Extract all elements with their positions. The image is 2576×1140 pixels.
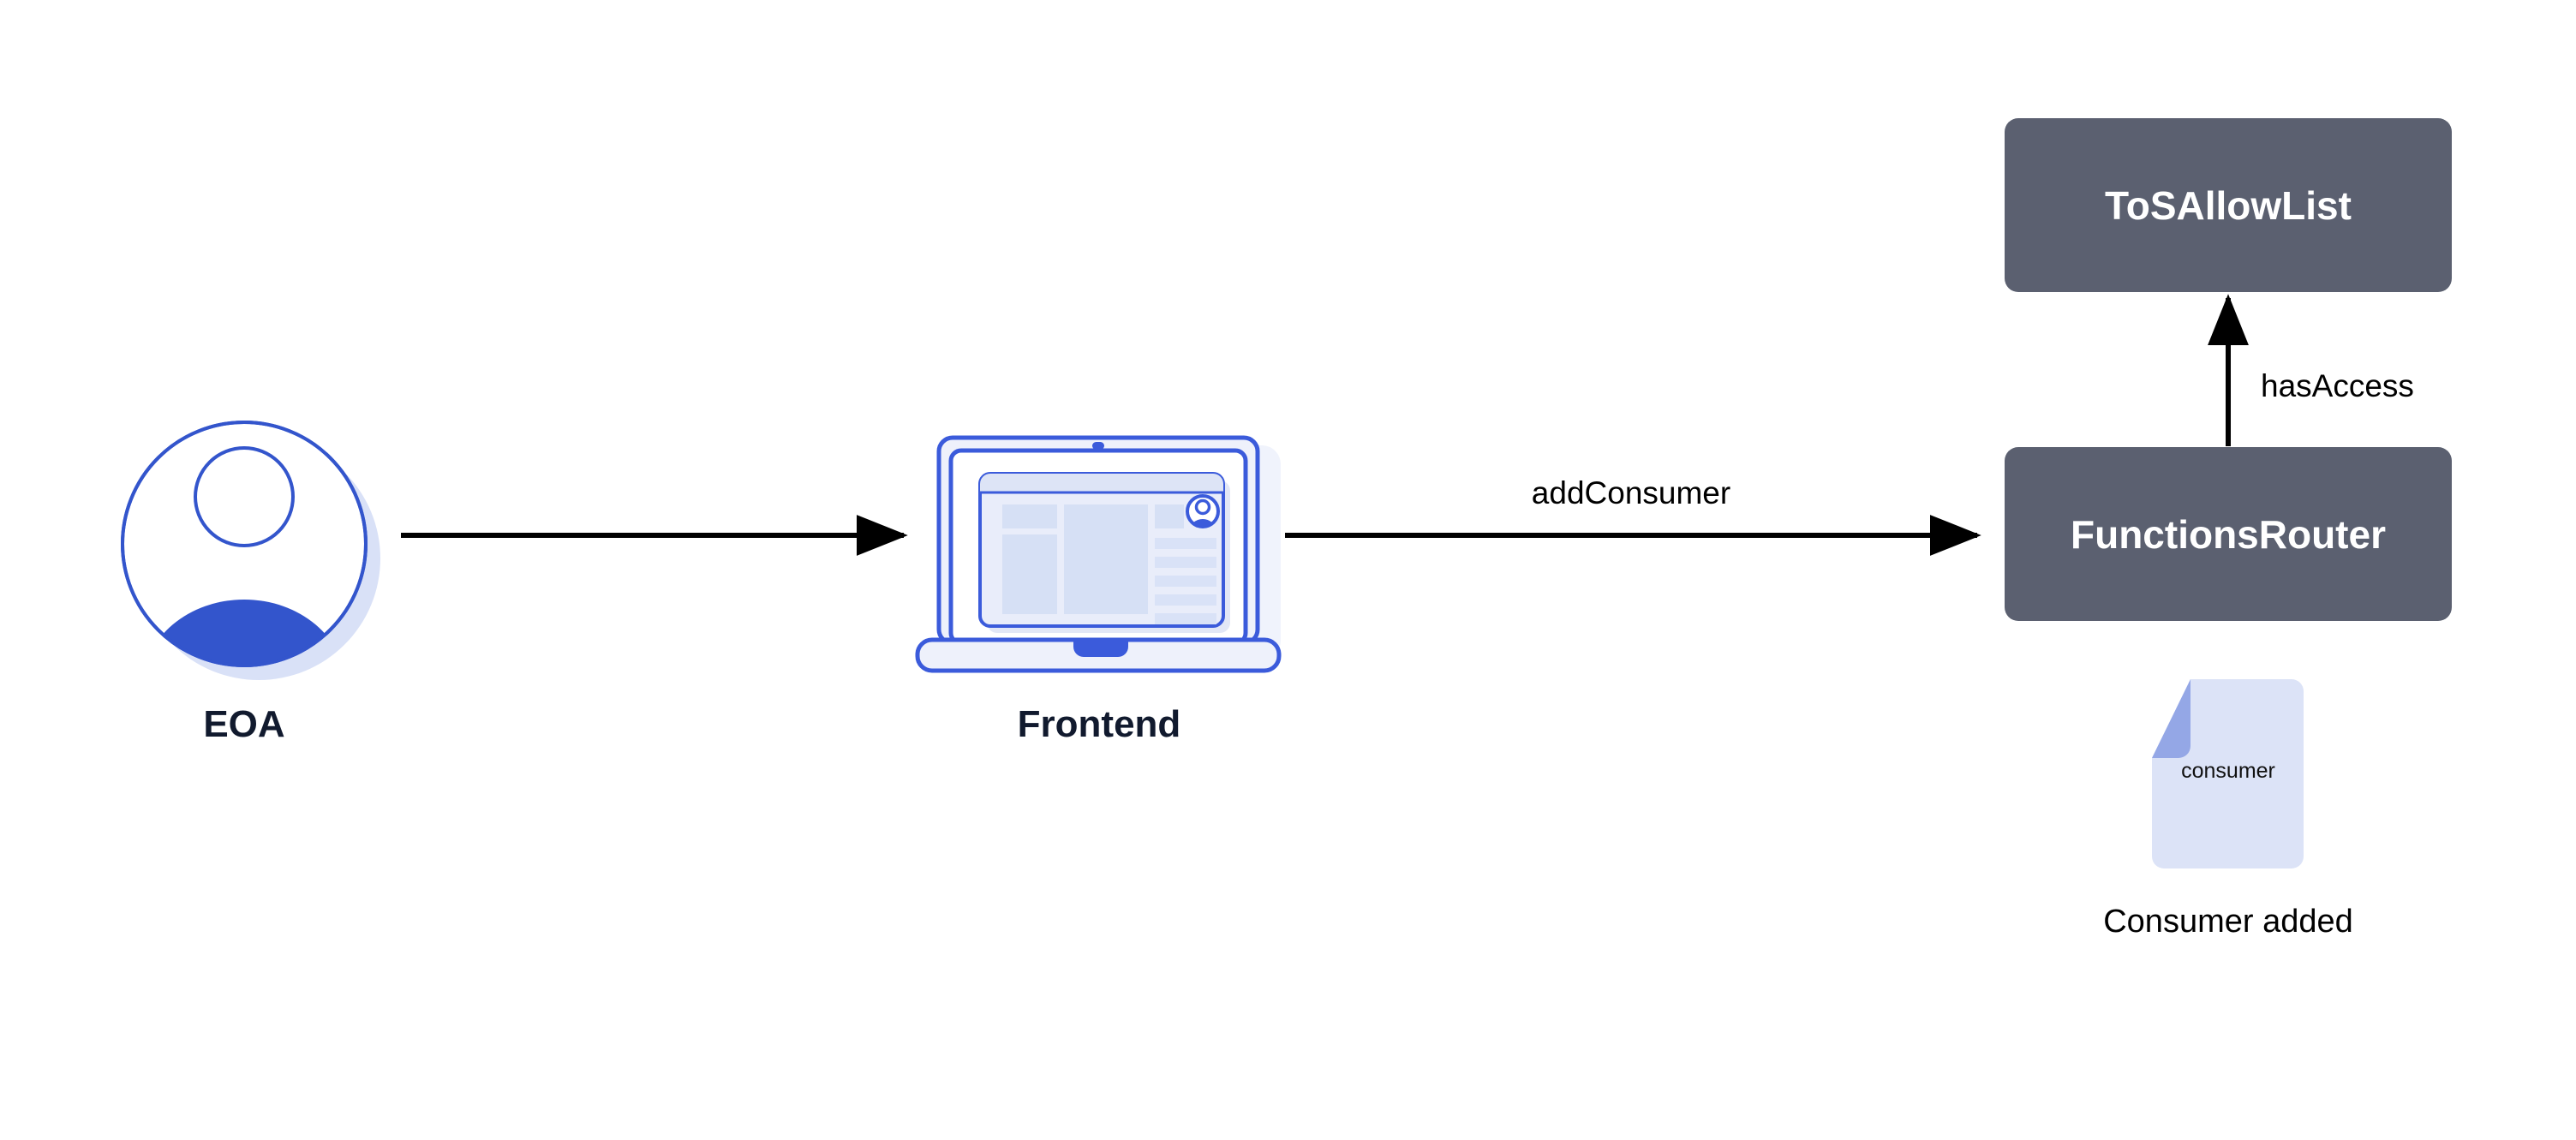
tos-allow-list-box[interactable]: [2005, 118, 2452, 292]
laptop-camera-icon: [1092, 442, 1104, 450]
frontend-label: Frontend: [1018, 703, 1181, 745]
screen-block-right-top: [1155, 504, 1184, 528]
screen-user-avatar-icon: [1186, 494, 1220, 528]
screen-block-left-bottom: [1002, 534, 1057, 614]
node-frontend: Frontend: [915, 435, 1282, 745]
node-functions-router[interactable]: FunctionsRouter: [2005, 447, 2452, 621]
functions-router-box[interactable]: [2005, 447, 2452, 621]
tos-allow-list-label: ToSAllowList: [2105, 183, 2352, 228]
screen-block-center: [1064, 504, 1148, 614]
eoa-label: EOA: [203, 703, 284, 745]
node-eoa: EOA: [121, 421, 380, 745]
functions-router-label: FunctionsRouter: [2071, 512, 2386, 557]
edge-label-add-consumer: addConsumer: [1532, 475, 1730, 510]
edge-frontend-to-router: addConsumer: [1285, 475, 1981, 556]
screen-block-left-top: [1002, 504, 1057, 528]
laptop-trackpad-notch: [1073, 640, 1128, 657]
screen-text-line: [1155, 613, 1216, 624]
node-consumer-document: consumer Consumer added: [2103, 679, 2353, 940]
document-fold-corner-icon: [2152, 679, 2190, 758]
screen-header-bar: [980, 474, 1223, 492]
edge-router-to-tos: hasAccess: [2208, 294, 2414, 446]
user-avatar-icon: [121, 421, 368, 667]
laptop-icon: [915, 435, 1282, 673]
node-tos-allow-list[interactable]: ToSAllowList: [2005, 118, 2452, 292]
screen-text-line: [1155, 538, 1216, 549]
screen-text-line: [1155, 594, 1216, 606]
screen-text-line: [1155, 576, 1216, 587]
document-inner-label: consumer: [2181, 759, 2275, 783]
consumer-added-caption: Consumer added: [2103, 904, 2353, 940]
edge-label-has-access: hasAccess: [2261, 368, 2414, 403]
screen-text-line: [1155, 557, 1216, 568]
